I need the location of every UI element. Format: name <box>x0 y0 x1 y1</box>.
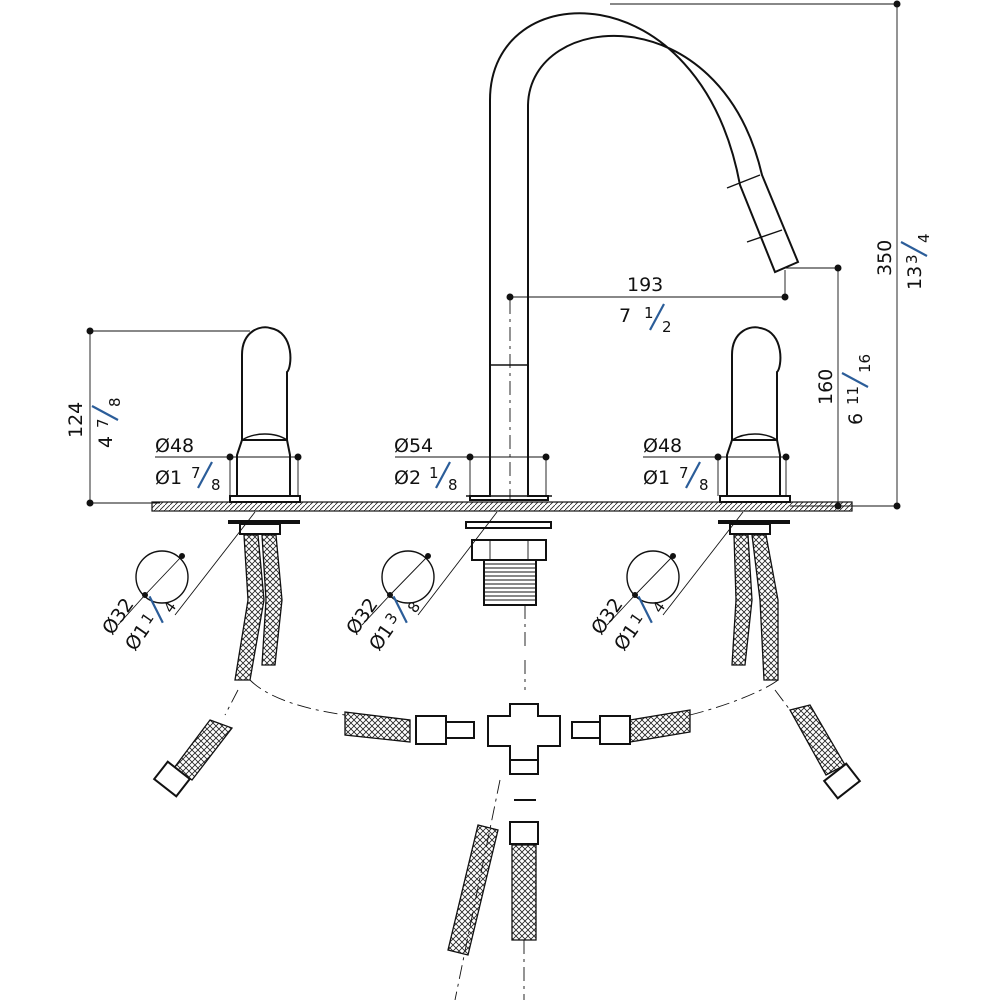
svg-text:124: 124 <box>65 402 87 438</box>
hole-circle-center <box>361 511 498 626</box>
svg-text:Ø1: Ø1 <box>643 467 670 489</box>
svg-text:160: 160 <box>815 369 837 405</box>
svg-text:350: 350 <box>874 240 896 276</box>
left-handle <box>229 326 301 503</box>
dim-label-center-hole: Ø32 Ø1 3 8 <box>342 594 424 655</box>
dim-label-right-handle-base: Ø48 Ø1 7 8 <box>643 435 709 494</box>
svg-text:8: 8 <box>448 476 458 494</box>
center-lines <box>224 300 791 1000</box>
svg-text:6: 6 <box>845 413 867 425</box>
svg-text:4: 4 <box>649 598 669 616</box>
dim-label-spout-outlet-height: 160 6 11 16 <box>815 354 874 425</box>
svg-text:8: 8 <box>404 598 424 616</box>
dim-label-spout-base: Ø54 Ø2 1 8 <box>394 435 458 494</box>
right-handle-shank <box>718 520 790 535</box>
svg-text:8: 8 <box>106 397 124 407</box>
svg-text:Ø48: Ø48 <box>643 435 682 457</box>
svg-text:7: 7 <box>94 418 112 428</box>
dim-label-spout-reach: 193 7 1 2 <box>619 274 672 336</box>
dim-label-total-height: 350 13 3 4 <box>874 233 933 290</box>
svg-text:Ø1: Ø1 <box>155 467 182 489</box>
dimension-lines <box>86 0 901 510</box>
spout <box>466 12 800 501</box>
svg-text:Ø2: Ø2 <box>394 467 421 489</box>
left-handle-shank <box>228 520 300 535</box>
svg-text:Ø54: Ø54 <box>394 435 433 457</box>
svg-text:11: 11 <box>844 386 862 405</box>
svg-text:13: 13 <box>904 266 926 290</box>
svg-text:1: 1 <box>429 464 439 482</box>
tee-connector <box>415 703 631 801</box>
svg-text:8: 8 <box>211 476 221 494</box>
dim-label-handle-height: 124 4 7 8 <box>65 397 124 448</box>
svg-text:2: 2 <box>662 318 672 336</box>
spout-shank <box>465 521 552 650</box>
svg-text:Ø48: Ø48 <box>155 435 194 457</box>
svg-text:7: 7 <box>191 464 201 482</box>
hole-circle-right <box>606 511 744 626</box>
svg-text:4: 4 <box>915 233 933 243</box>
svg-text:7: 7 <box>679 464 689 482</box>
svg-text:8: 8 <box>699 476 709 494</box>
hoses <box>152 534 862 956</box>
svg-text:1: 1 <box>644 304 654 322</box>
svg-text:193: 193 <box>627 274 663 296</box>
dim-label-right-hole: Ø32 Ø1 1 4 <box>587 594 669 655</box>
svg-text:3: 3 <box>903 254 921 264</box>
svg-text:7: 7 <box>619 305 631 327</box>
countertop <box>151 501 853 512</box>
right-handle <box>719 326 791 503</box>
hole-circle-left <box>117 511 256 626</box>
dim-label-left-handle-base: Ø48 Ø1 7 8 <box>155 435 221 494</box>
svg-text:4: 4 <box>160 598 180 616</box>
svg-text:4: 4 <box>95 436 117 448</box>
svg-text:16: 16 <box>856 354 874 373</box>
